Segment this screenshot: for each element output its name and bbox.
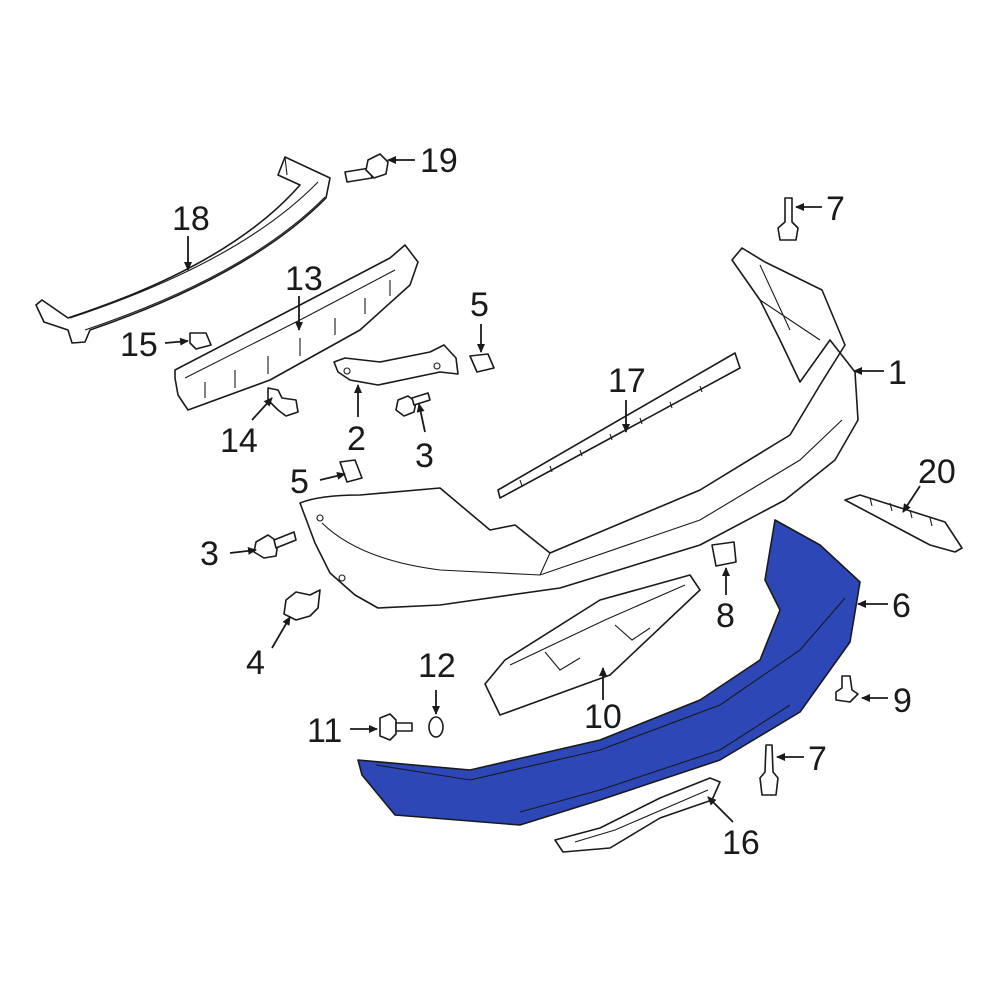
part-5-clip-lower	[339, 459, 363, 483]
callout-14: 14	[220, 422, 258, 460]
part-14-bolt	[267, 387, 299, 417]
part-3-bolt-lower	[253, 531, 297, 559]
part-3-bolt-upper	[395, 392, 431, 417]
callout-3: 3	[415, 437, 434, 475]
callout-7: 7	[826, 190, 845, 228]
callout-2: 2	[347, 420, 366, 458]
callout-20: 20	[918, 453, 956, 491]
callout-11: 11	[307, 712, 342, 750]
callout-19: 19	[420, 142, 458, 180]
callout-3: 3	[200, 535, 219, 573]
callout-15: 15	[120, 326, 158, 364]
callout-9: 9	[893, 682, 912, 720]
part-18-reinforcement-beam	[35, 156, 331, 344]
part-8-clip	[711, 541, 737, 567]
leader-lines	[164, 156, 921, 823]
callout-13: 13	[285, 260, 323, 298]
callout-7: 7	[808, 740, 827, 778]
callout-6: 6	[892, 587, 911, 625]
callout-labels: 1 2 3 3 4 5 5 6 7 7 8 9 10 11 12 13 14 1…	[120, 142, 956, 862]
part-4-retainer	[283, 589, 321, 621]
callout-16: 16	[722, 824, 760, 862]
part-10-lower-absorber	[484, 574, 701, 716]
part-16-trim-strip	[554, 777, 721, 853]
part-6-lower-valance	[357, 519, 861, 826]
part-7-pin-upper	[777, 197, 799, 241]
part-7-pin-lower	[759, 744, 779, 796]
callout-10: 10	[584, 698, 622, 736]
part-19-bolt	[344, 153, 389, 183]
part-1-bumper-cover	[299, 247, 859, 609]
callout-4: 4	[246, 644, 265, 682]
part-15-clip	[189, 332, 212, 350]
part-12-washer	[428, 716, 444, 738]
part-9-rivet	[835, 675, 859, 703]
callout-18: 18	[172, 200, 210, 238]
part-20-reflector	[844, 494, 963, 553]
callout-8: 8	[716, 597, 735, 635]
callout-12: 12	[418, 647, 456, 685]
callout-5: 5	[470, 286, 489, 324]
callout-5: 5	[290, 463, 309, 501]
part-11-screw	[379, 713, 413, 741]
callout-1: 1	[888, 354, 907, 392]
part-17-molding-strip	[497, 352, 741, 499]
part-2-bracket	[333, 344, 459, 386]
highlighted-part-6	[357, 519, 861, 826]
callout-17: 17	[608, 362, 646, 400]
part-5-clip-upper	[469, 353, 495, 373]
